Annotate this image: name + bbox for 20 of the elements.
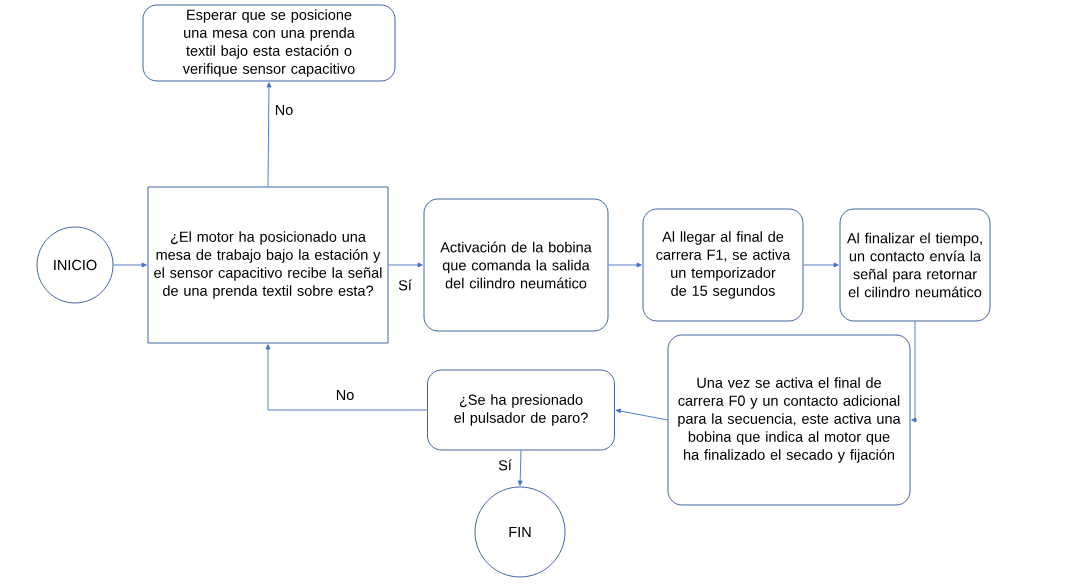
- process-box: Una vez se activa el final de carrera F0 y un contacto adicional para la secuencia, este activa una bobina que indica al motor que ha finalizado el secado y fijación: [667, 334, 911, 506]
- arrow: [265, 344, 428, 411]
- process-box: Al finalizar el tiempo, un contacto envía la señal para retornar el cilindro neumático: [839, 208, 991, 322]
- arrow: [517, 450, 523, 486]
- edge-label: Sí: [397, 278, 413, 292]
- edge-label: No: [273, 103, 295, 117]
- arrow: [608, 262, 642, 268]
- process-box: ¿Se ha presionado el pulsador de paro?: [427, 369, 615, 451]
- edge-label: Sí: [497, 458, 513, 472]
- decision-box: ¿El motor ha posicionado una mesa de trabajo bajo la estación y el sensor capacitivo recibe la señal de una prenda textil sobre esta?: [147, 186, 389, 344]
- arrow: [803, 262, 839, 268]
- process-box: Al llegar al final de carrera F1, se activa un temporizador de 15 segundos: [642, 208, 804, 322]
- arrow: [113, 262, 147, 268]
- arrow: [388, 262, 423, 268]
- process-box: Esperar que se posicione una mesa con una prenda textil bajo esta estación o verifique sensor capacitivo: [142, 4, 396, 82]
- arrow: [615, 408, 668, 421]
- arrow: [266, 82, 272, 187]
- process-box: Activación de la bobina que comanda la salida del cilindro neumático: [423, 198, 609, 332]
- edge-label: No: [334, 388, 356, 402]
- arrow: [911, 321, 917, 423]
